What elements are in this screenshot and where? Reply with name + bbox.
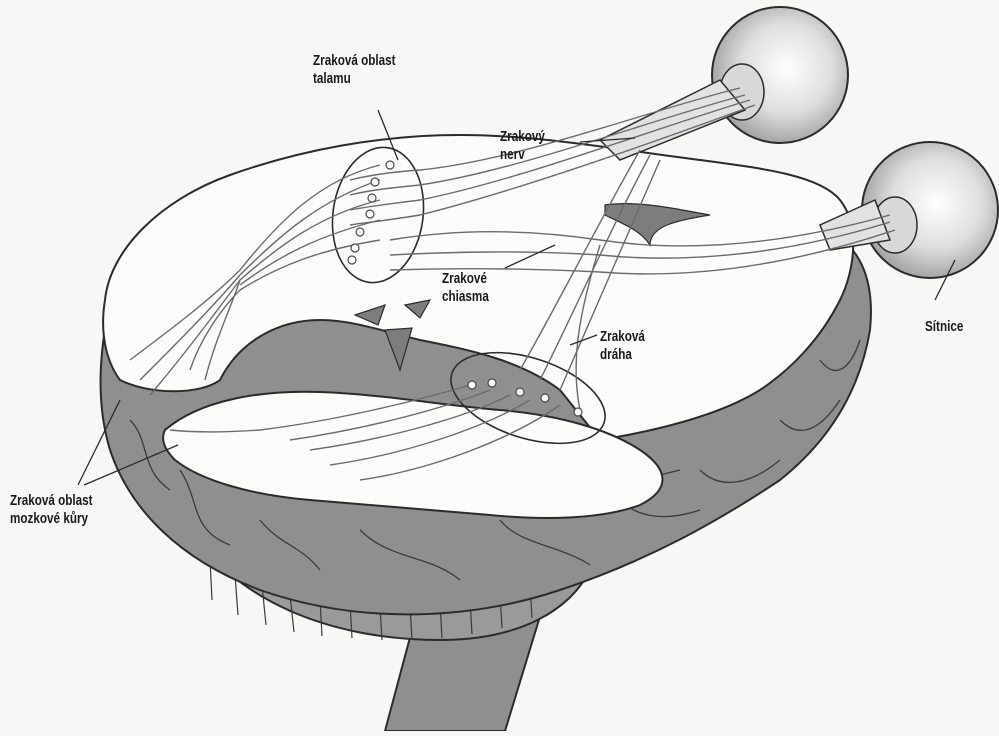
label-visual-cortex: Zraková oblast mozkové kůry: [10, 492, 93, 528]
eyeball-upper: [712, 7, 848, 143]
eyeball-lower: [862, 142, 998, 278]
label-optic-nerve: Zrakový nerv: [500, 128, 545, 164]
label-retina: Sítnice: [925, 318, 963, 336]
label-thalamus: Zraková oblast talamu: [313, 52, 396, 88]
label-optic-tract: Zraková dráha: [600, 328, 645, 364]
label-optic-chiasm: Zrakové chiasma: [442, 270, 489, 306]
